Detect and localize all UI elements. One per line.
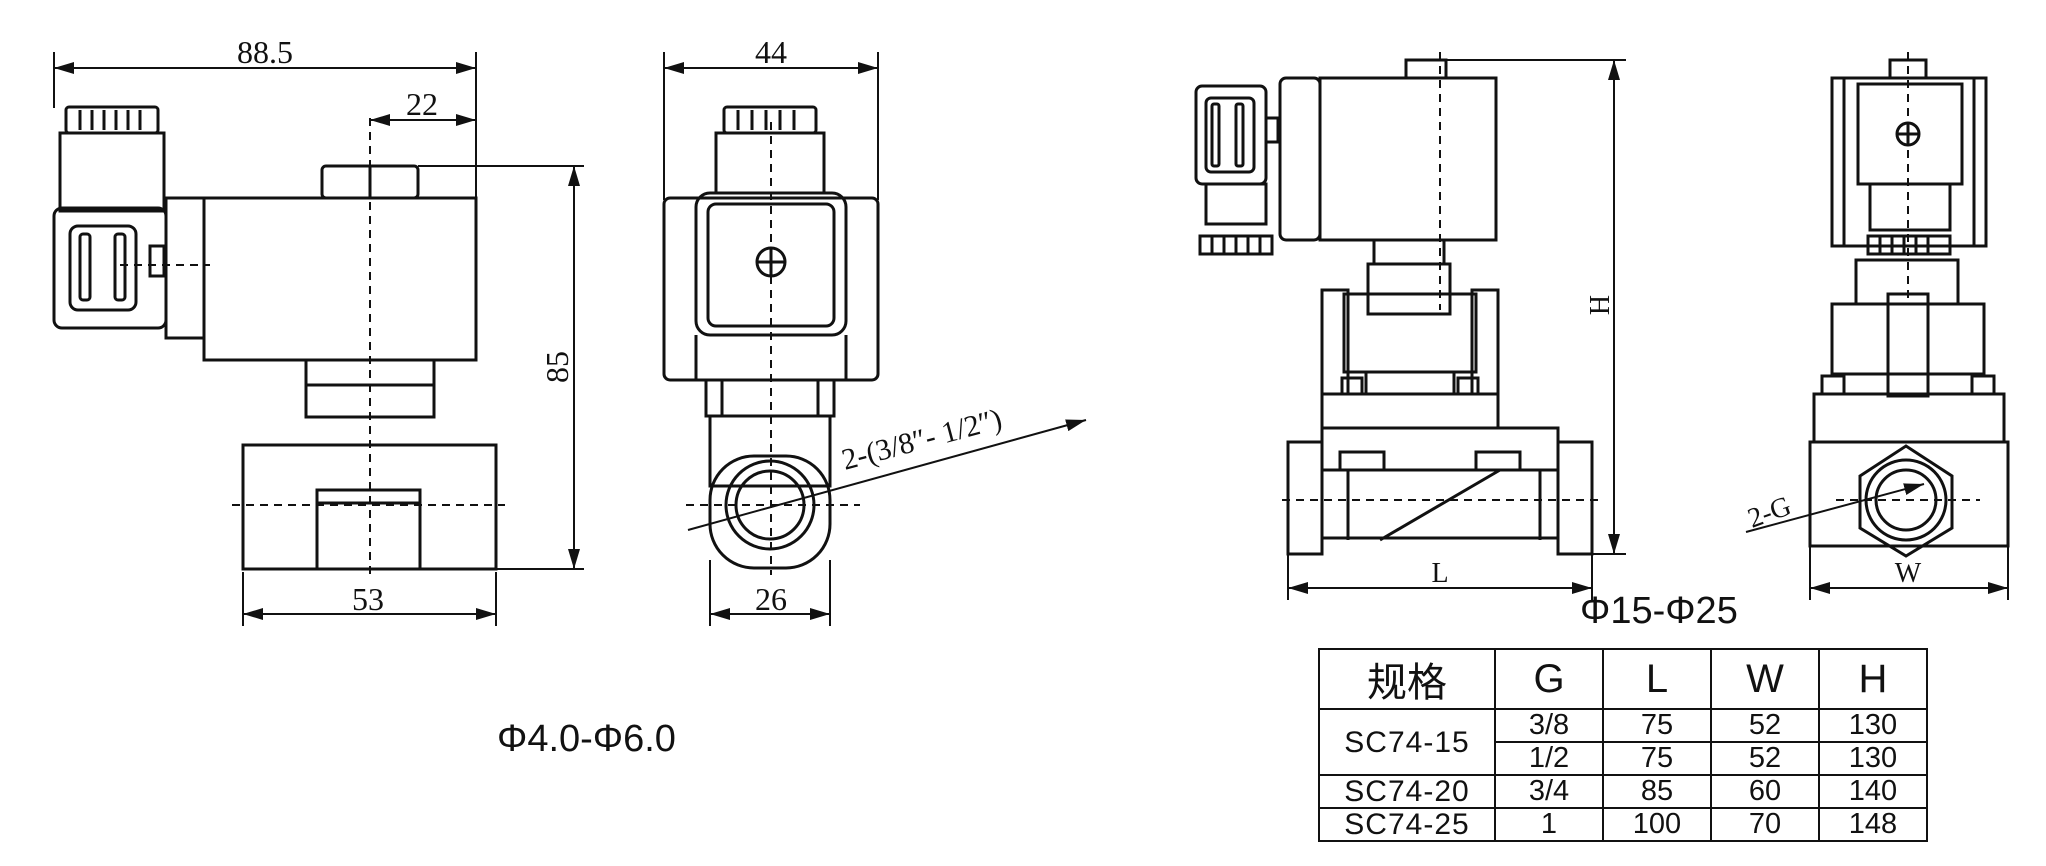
table-cell-L: 100 (1602, 807, 1712, 842)
table-cell-H: 148 (1818, 807, 1928, 842)
dim-width-front: 44 (755, 34, 787, 70)
large-range-caption: Φ15-Φ25 (1580, 590, 1738, 632)
small-valve-side-view (52, 105, 498, 571)
header-W: W (1710, 648, 1820, 710)
small-valve-centerlines (120, 118, 505, 575)
dim-thread-large: 2-G (1744, 491, 1796, 535)
dim-port-width: 26 (755, 581, 787, 617)
table-cell-model: SC74-25 (1318, 807, 1496, 842)
table-cell-model: SC74-15 (1318, 708, 1496, 776)
dim-W: W (1895, 558, 1922, 589)
table-cell-H: 140 (1818, 774, 1928, 809)
spec-table: 规格 G L W H SC74-15 3/8 75 52 130 1/2 75 … (1318, 648, 1928, 842)
large-valve-side-dimensions (1287, 59, 1626, 600)
large-valve-side-centerlines (1282, 52, 1600, 501)
table-cell-G: 3/4 (1494, 774, 1604, 809)
large-valve-side-view (1194, 58, 1594, 556)
dim-offset: 22 (406, 86, 438, 122)
small-valve-dimension-lines (53, 52, 584, 626)
table-cell-G: 1 (1494, 807, 1604, 842)
table-cell-G: 1/2 (1494, 741, 1604, 776)
table-cell-H: 130 (1818, 741, 1928, 776)
large-valve-front-view (1808, 58, 2010, 558)
dim-width-total: 88.5 (237, 34, 293, 70)
table-cell-W: 52 (1710, 741, 1820, 776)
dim-L: L (1431, 558, 1448, 589)
table-cell-L: 75 (1602, 708, 1712, 743)
dim-H: H (1585, 295, 1616, 315)
table-cell-W: 52 (1710, 708, 1820, 743)
dim-height: 85 (539, 351, 575, 383)
table-cell-W: 70 (1710, 807, 1820, 842)
table-cell-W: 60 (1710, 774, 1820, 809)
header-L: L (1602, 648, 1712, 710)
dim-body-length: 53 (352, 581, 384, 617)
large-valve-front-centerlines (1836, 52, 1980, 501)
small-valve-front-centerlines (686, 122, 860, 575)
table-cell-H: 130 (1818, 708, 1928, 743)
header-G: G (1494, 648, 1604, 710)
small-valve-front-dimensions (663, 52, 1087, 626)
table-row: SC74-25 1 100 70 148 (1318, 807, 1928, 842)
small-range-caption: Φ4.0-Φ6.0 (497, 718, 676, 760)
table-row: 1/2 75 52 130 (1319, 741, 1928, 776)
table-cell-model: SC74-20 (1318, 774, 1496, 809)
large-valve-front-dimensions (1745, 483, 2009, 600)
table-cell-L: 75 (1602, 741, 1712, 776)
table-row: SC74-20 3/4 85 60 140 (1318, 774, 1928, 809)
table-cell-L: 85 (1602, 774, 1712, 809)
table-cell-G: 3/8 (1494, 708, 1604, 743)
table-row: SC74-15 3/8 75 52 130 (1318, 708, 1928, 776)
header-H: H (1818, 648, 1928, 710)
table-header-row: 规格 G L W H (1318, 648, 1928, 710)
header-spec: 规格 (1318, 648, 1496, 710)
